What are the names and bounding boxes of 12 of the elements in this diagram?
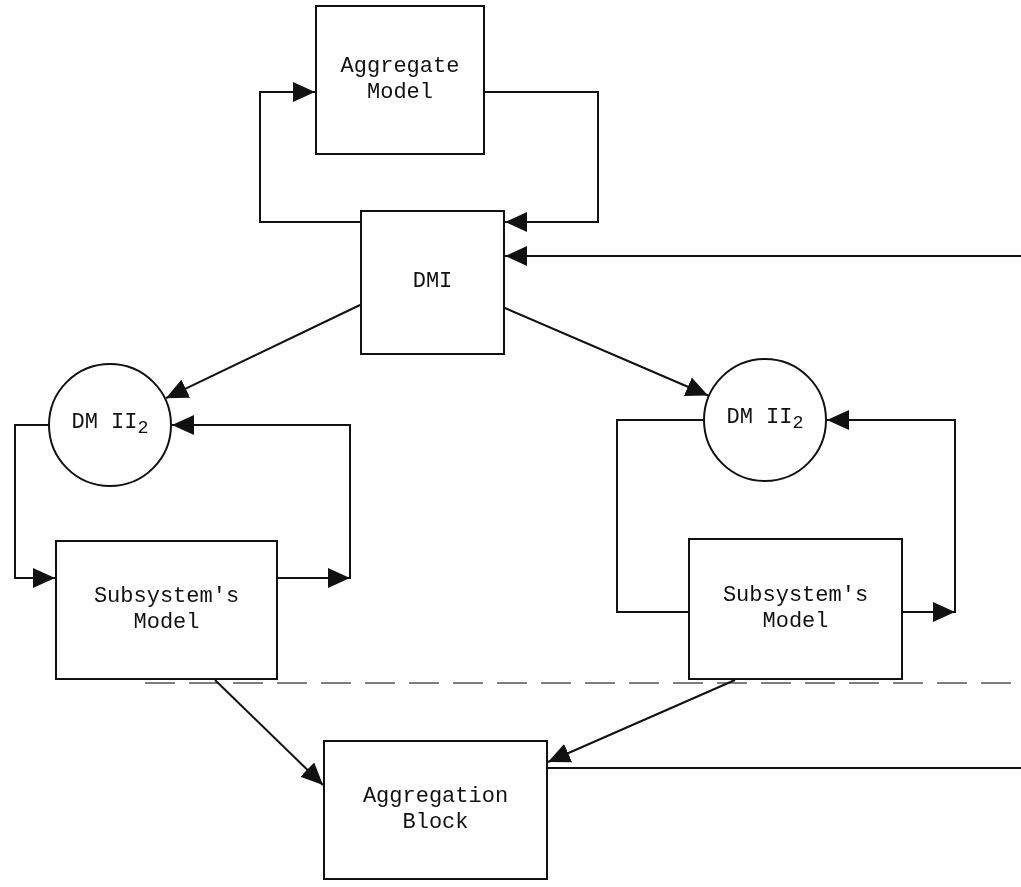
node-label: Subsystem's Model <box>92 583 241 637</box>
process-box <box>323 740 548 880</box>
process-box <box>55 540 278 680</box>
node-label: DM II$_{2}$ <box>70 409 150 441</box>
node-label: DM II$_{2}$ <box>725 404 805 436</box>
process-box <box>360 210 505 355</box>
node-label: Subsystem's Model <box>721 582 870 636</box>
process-box <box>315 5 485 155</box>
process-box <box>688 538 903 680</box>
node-label: DMI <box>411 269 454 296</box>
node-label: Aggregate Model <box>339 53 461 107</box>
node-label: Aggregation Block <box>361 783 510 837</box>
